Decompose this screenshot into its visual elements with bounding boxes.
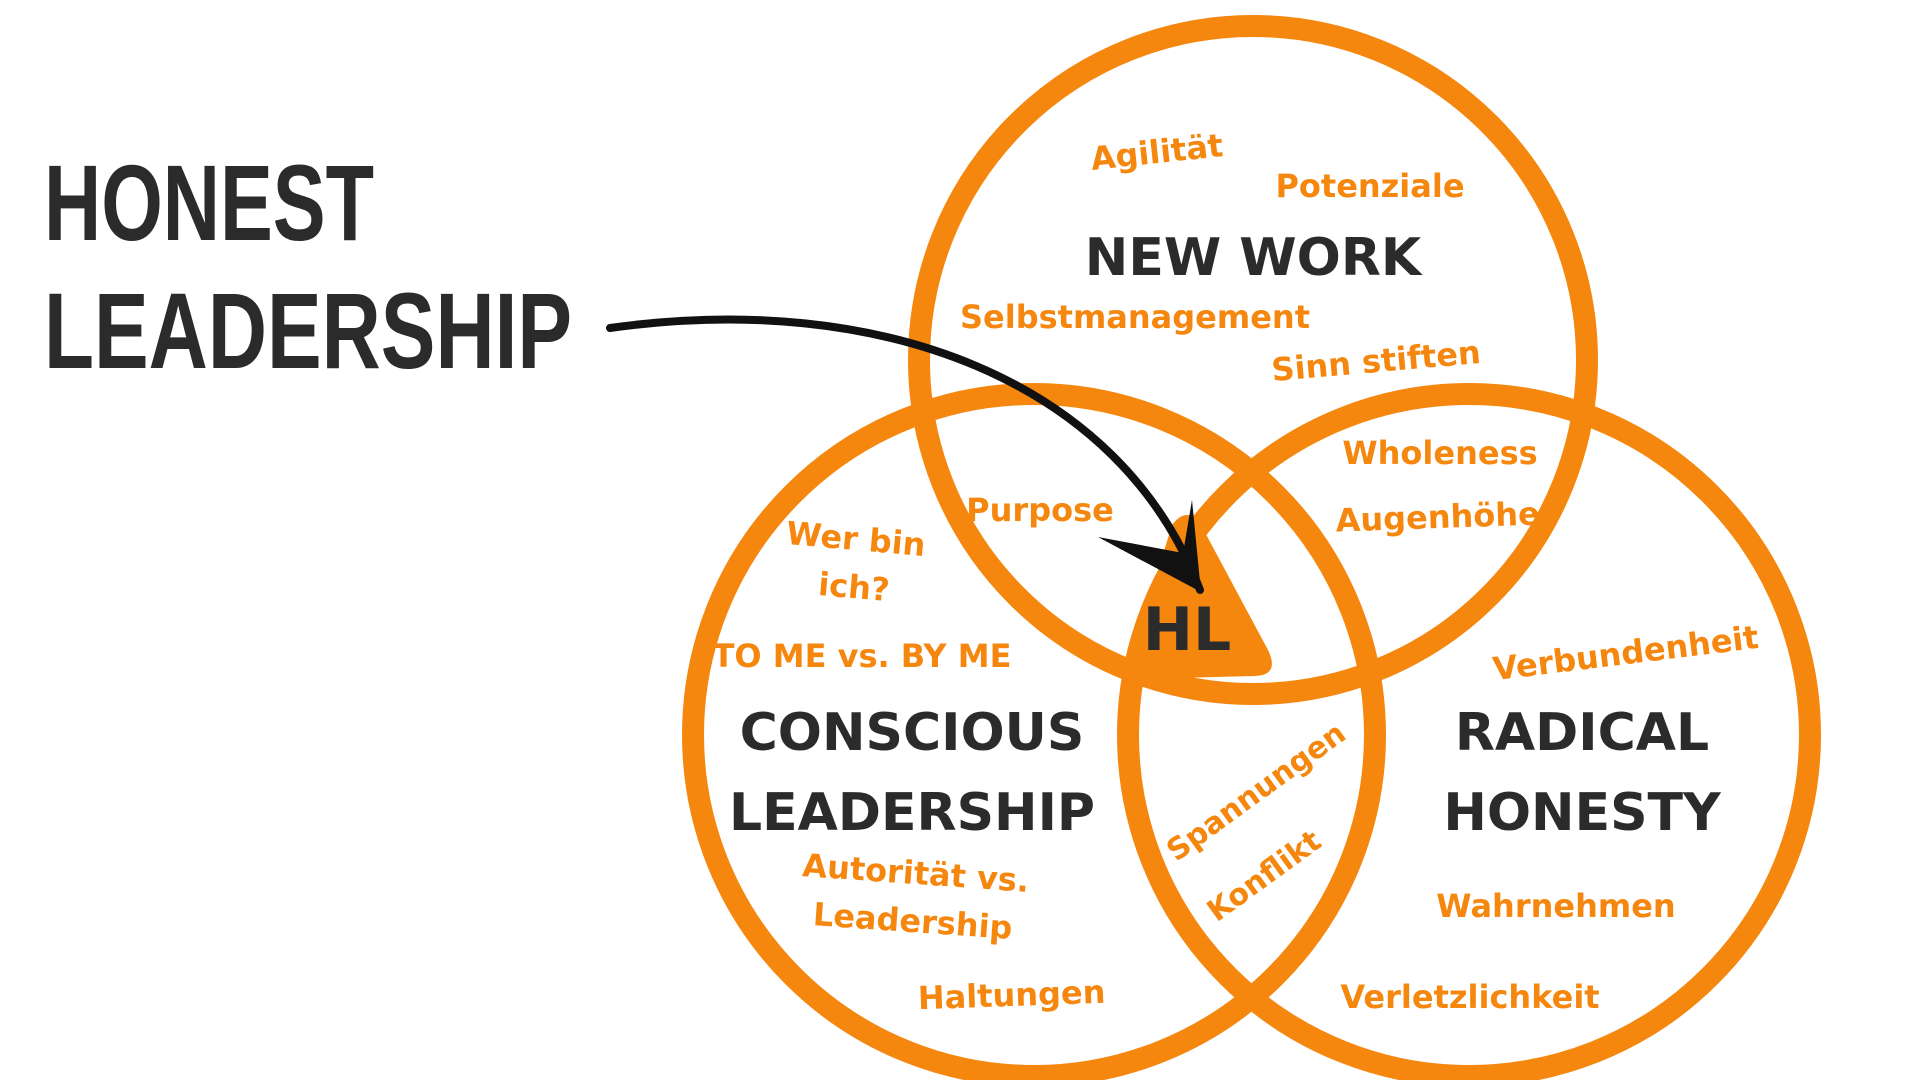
title-conscious-line-2: LEADERSHIP xyxy=(729,783,1095,843)
keyword-to-me-by-me: TO ME vs. BY ME xyxy=(713,637,1012,675)
keyword-wholeness: Wholeness xyxy=(1342,434,1537,472)
keyword-leadership: Leadership xyxy=(812,895,1014,947)
keyword-autoritaet: Autorität vs. xyxy=(801,846,1030,900)
keyword-ich: ich? xyxy=(817,565,891,609)
keyword-sinn-stiften: Sinn stiften xyxy=(1270,333,1482,389)
keyword-haltungen: Haltungen xyxy=(917,973,1106,1018)
keyword-wer-bin: Wer bin xyxy=(785,514,927,564)
keyword-verbundenheit: Verbundenheit xyxy=(1491,618,1761,688)
keyword-verletzlichkeit: Verletzlichkeit xyxy=(1340,978,1599,1016)
headline-line-1: HONEST xyxy=(44,142,374,263)
title-conscious-line-1: CONSCIOUS xyxy=(740,703,1085,763)
title-radical-line-2: HONESTY xyxy=(1443,783,1722,843)
circle-radical-honesty xyxy=(1117,383,1821,1085)
title-radical-line-1: RADICAL xyxy=(1455,703,1709,763)
keyword-augenhoehe: Augenhöhe xyxy=(1335,494,1540,539)
keyword-spannungen: Spannungen xyxy=(1160,716,1352,869)
keyword-purpose: Purpose xyxy=(966,491,1114,529)
keyword-selbstmanagement: Selbstmanagement xyxy=(960,298,1310,336)
keyword-agilitaet: Agilität xyxy=(1089,126,1225,178)
center-label: HL xyxy=(1143,595,1231,665)
arrow-curve xyxy=(606,315,1204,594)
arrow-head xyxy=(1098,500,1201,592)
keyword-potenziale: Potenziale xyxy=(1275,167,1464,205)
keyword-wahrnehmen: Wahrnehmen xyxy=(1436,887,1675,925)
circle-new-work xyxy=(908,15,1598,705)
title-new-work: NEW WORK xyxy=(1085,228,1423,288)
headline-line-2: LEADERSHIP xyxy=(44,270,572,391)
